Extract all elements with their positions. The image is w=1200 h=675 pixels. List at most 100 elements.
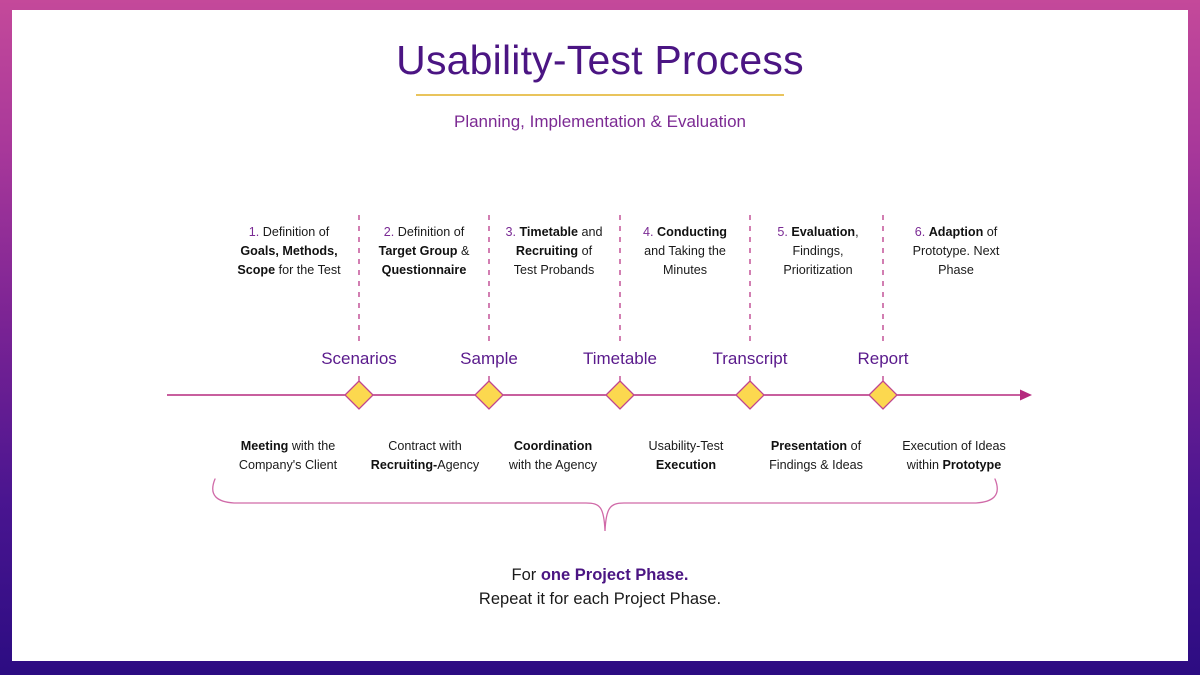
emphasis-text: Prototype <box>942 457 1002 472</box>
activity-text-line: Findings & Ideas <box>741 456 891 475</box>
phase-text-line: Prioritization <box>755 261 881 280</box>
milestone-diamond-group <box>344 380 898 410</box>
plain-text: & <box>457 244 470 259</box>
phase-text-line: 5. Evaluation, <box>755 223 881 242</box>
phase-text-line: Findings, <box>755 242 881 261</box>
emphasis-text: Target Group <box>378 244 458 259</box>
phase-number: 2. <box>383 225 398 239</box>
emphasis-text: Execution <box>655 457 717 472</box>
phase-number: 4. <box>643 225 658 239</box>
plain-text: and <box>578 225 603 239</box>
activity-text-line: with the Agency <box>478 456 628 475</box>
footer-prefix: For <box>511 566 541 584</box>
phase-text-line: Questionnaire <box>361 261 487 280</box>
plain-text: Findings & Ideas <box>769 457 863 472</box>
milestone-diamond-2 <box>474 380 504 410</box>
plain-text: Definition of <box>397 225 465 239</box>
plain-text: Minutes <box>662 263 708 278</box>
milestone-diamond-4 <box>735 380 765 410</box>
phase-text-line: and Taking the <box>622 242 748 261</box>
phase-text-line: Recruiting of <box>491 242 617 261</box>
milestone-diamond-5 <box>868 380 898 410</box>
plain-text: Prioritization <box>783 263 853 278</box>
phase-number: 1. <box>248 225 263 239</box>
milestone-label-5: Report <box>857 349 909 368</box>
activity-column-3: Coordination with the Agency <box>478 437 628 475</box>
footer-line-1: For one Project Phase. <box>12 564 1188 588</box>
emphasis-text: Coordination <box>513 439 593 453</box>
plain-text: Definition of <box>262 225 330 239</box>
activity-text-line: Coordination <box>478 437 628 456</box>
plain-text: with the Agency <box>508 457 598 472</box>
activity-text-line: Company's Client <box>213 456 363 475</box>
activity-text-line: Usability-Test <box>611 437 761 456</box>
title-divider <box>416 94 784 97</box>
milestone-label-1: Scenarios <box>321 349 397 368</box>
emphasis-text: Meeting <box>240 439 289 453</box>
plain-text: of <box>847 439 862 453</box>
plain-text: Execution of Ideas <box>902 439 1006 453</box>
page-title: Usability-Test Process <box>396 37 804 83</box>
phase-text-line: Goals, Methods, <box>226 242 352 261</box>
header: Usability-Test Process Planning, Impleme… <box>12 37 1188 132</box>
emphasis-text: Timetable <box>519 225 579 239</box>
emphasis-text: Evaluation <box>791 225 856 239</box>
phase-number: 3. <box>505 225 520 239</box>
phase-text-line: Minutes <box>622 261 748 280</box>
timeline-group <box>167 389 1032 401</box>
phase-column-1: 1. Definition of Goals, Methods, Scope for… <box>226 223 352 280</box>
milestone-diamond-1 <box>344 380 374 410</box>
activity-text-line: Presentation of <box>741 437 891 456</box>
phase-text-line: Test Probands <box>491 261 617 280</box>
emphasis-text: Questionnaire <box>381 263 467 278</box>
activity-text-line: Contract with <box>350 437 500 456</box>
plain-text: of <box>578 244 593 259</box>
footer-highlight: one Project Phase. <box>540 566 689 584</box>
plain-text: Agency <box>437 457 480 472</box>
plain-text: within <box>906 457 943 472</box>
plain-text: for the Test <box>275 263 341 278</box>
phase-text-line: Phase <box>893 261 1019 280</box>
plain-text: Contract with <box>388 439 462 453</box>
phase-text-line: Target Group & <box>361 242 487 261</box>
phase-text-line: 6. Adaption of <box>893 223 1019 242</box>
emphasis-text: Recruiting- <box>370 457 438 472</box>
phase-column-5: 5. Evaluation, Findings, Prioritization <box>755 223 881 280</box>
footer-line-2: Repeat it for each Project Phase. <box>478 589 722 608</box>
page-subtitle: Planning, Implementation & Evaluation <box>453 112 746 132</box>
phase-text-line: 1. Definition of <box>226 223 352 242</box>
emphasis-text: Recruiting <box>515 244 579 259</box>
plain-text: of <box>983 225 998 239</box>
phase-text-line: 2. Definition of <box>361 223 487 242</box>
phase-number: 6. <box>914 225 929 239</box>
plain-text: Company's Client <box>238 457 338 472</box>
activity-text-line: Execution <box>611 456 761 475</box>
plain-text: and Taking the <box>644 244 726 259</box>
activity-text-line: Recruiting-Agency <box>350 456 500 475</box>
phase-number: 5. <box>777 225 792 239</box>
plain-text: Usability-Test <box>648 439 724 453</box>
plain-text: Phase <box>938 263 974 278</box>
plain-text: , <box>855 225 859 239</box>
phase-text-line: Scope for the Test <box>226 261 352 280</box>
milestone-diamond-3 <box>605 380 635 410</box>
timeline-arrow-icon <box>1020 389 1032 401</box>
plain-text: Findings, <box>792 244 844 259</box>
emphasis-text: Scope <box>237 263 276 278</box>
emphasis-text: Adaption <box>928 225 984 239</box>
phase-text-line: 3. Timetable and <box>491 223 617 242</box>
milestone-label-2: Sample <box>460 349 518 368</box>
emphasis-text: Goals, Methods, <box>240 244 338 259</box>
phase-text-line: 4. Conducting <box>622 223 748 242</box>
milestone-label-4: Transcript <box>712 349 788 368</box>
activity-text-line: Meeting with the <box>213 437 363 456</box>
phase-text-line: Prototype. Next <box>893 242 1019 261</box>
